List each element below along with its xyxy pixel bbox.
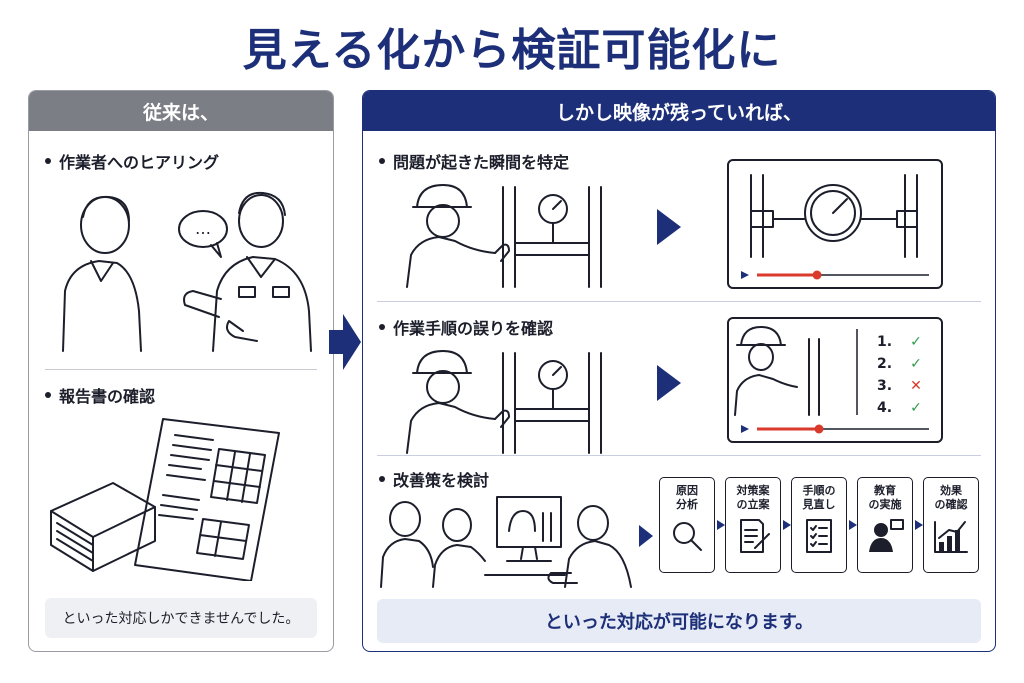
team-meeting-illustration <box>380 496 632 588</box>
page-title: 見える化から検証可能化に <box>242 25 782 76</box>
bullet-dot <box>45 158 51 164</box>
after-item-label: 問題が起きた瞬間を特定 <box>393 153 570 172</box>
flow-start-arrow-icon <box>639 525 653 547</box>
video-frame-gauge <box>727 159 943 289</box>
flow-step-effect-check: 効果の確認 <box>923 477 979 573</box>
flow-step-countermeasure: 対策案の立案 <box>725 477 781 573</box>
flow-step-label: 効果の確認 <box>934 484 968 511</box>
after-panel: しかし映像が残っていれば、 問題が起きた瞬間を特定 <box>362 90 996 652</box>
cross-icon: ✕ <box>910 378 922 394</box>
flow-step-procedure-review: 手順の見直し <box>791 477 847 573</box>
listener-figure <box>62 195 142 352</box>
after-panel-header: しかし映像が残っていれば、 <box>363 91 995 131</box>
transition-arrow-icon <box>329 314 361 370</box>
document-pencil-icon <box>740 519 770 553</box>
report-illustration <box>50 418 280 581</box>
before-summary-note: といった対応しかできませんでした。 <box>45 598 317 638</box>
flow-step-training: 教育の実施 <box>857 477 913 573</box>
before-item-label: 報告書の確認 <box>59 387 156 406</box>
checklist-row: 3.✕ <box>877 378 922 394</box>
bullet-dot <box>45 392 51 398</box>
before-panel: 従来は、 作業者へのヒアリング … <box>28 90 334 652</box>
person-speech-icon <box>869 519 904 552</box>
bullet-dot <box>379 158 385 164</box>
checklist-icon <box>806 519 832 553</box>
after-divider-1 <box>377 301 981 302</box>
check-icon: ✓ <box>910 334 922 350</box>
flow-step-cause-analysis: 原因分析 <box>659 477 715 573</box>
after-item-label: 改善策を検討 <box>393 471 490 490</box>
binder-icon <box>50 482 156 572</box>
flow-arrow-icon <box>849 520 857 530</box>
timeline-playhead <box>812 270 822 280</box>
flow-step-label: 原因分析 <box>676 484 698 511</box>
check-icon: ✓ <box>910 400 922 416</box>
speech-dots: … <box>195 219 211 238</box>
bullet-dot <box>379 476 385 482</box>
flow-step-label: 手順の見直し <box>802 484 836 511</box>
flow-arrow-icon <box>717 520 725 530</box>
flow-step-label: 対策案の立案 <box>736 484 770 511</box>
video-frame-procedure: 1.✓ 2.✓ 3.✕ 4.✓ <box>727 317 943 443</box>
after-item-label: 作業手順の誤りを確認 <box>393 319 554 338</box>
gauge-closeup-illustration <box>741 174 929 280</box>
flow-arrow-icon <box>915 520 923 530</box>
worker-pipe-illustration-2 <box>406 350 602 454</box>
before-panel-header: 従来は、 <box>29 91 333 131</box>
before-divider <box>45 369 317 370</box>
procedure-closeup-illustration <box>734 326 929 434</box>
checklist-row: 2.✓ <box>877 356 922 372</box>
worker-pipe-illustration-1 <box>406 184 602 288</box>
magnifier-icon <box>673 522 702 551</box>
checklist-row: 1.✓ <box>877 334 922 350</box>
play-arrow-icon <box>657 209 681 245</box>
speech-bubble-icon: … <box>178 210 228 258</box>
before-item-hearing: 作業者へのヒアリング <box>45 149 219 173</box>
flow-step-label: 教育の実施 <box>868 484 902 511</box>
before-item-label: 作業者へのヒアリング <box>59 153 220 172</box>
after-item-identify: 問題が起きた瞬間を特定 <box>379 149 569 173</box>
timeline-playhead <box>814 424 824 434</box>
bar-chart-icon <box>934 521 968 553</box>
checklist-row: 4.✓ <box>877 400 922 416</box>
bullet-dot <box>379 324 385 330</box>
worker-figure <box>183 191 312 352</box>
procedure-checklist: 1.✓ 2.✓ 3.✕ 4.✓ <box>877 331 922 419</box>
after-item-improve: 改善策を検討 <box>379 467 489 491</box>
report-document-icon <box>134 418 280 581</box>
interview-illustration: … <box>62 191 312 352</box>
before-item-report: 報告書の確認 <box>45 383 155 407</box>
after-summary-note: といった対応が可能になります。 <box>377 599 981 643</box>
after-divider-2 <box>377 455 981 456</box>
flow-arrow-icon <box>783 520 791 530</box>
play-arrow-icon <box>657 365 681 401</box>
after-item-verify: 作業手順の誤りを確認 <box>379 315 553 339</box>
check-icon: ✓ <box>910 356 922 372</box>
